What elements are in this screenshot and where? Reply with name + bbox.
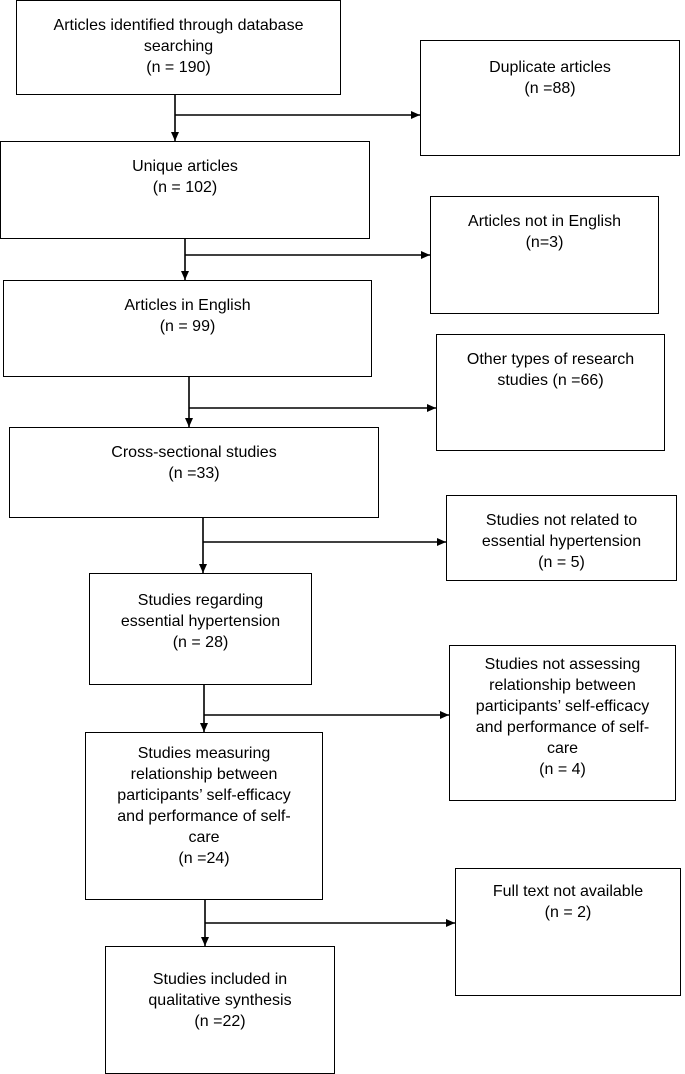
box-text-line: Studies measuring xyxy=(137,745,271,762)
other-research-types-box: Other types of research studies (n =66) xyxy=(436,334,665,451)
box-text-line: (n =88) xyxy=(524,80,576,97)
box-text-line: Articles in English xyxy=(124,297,251,314)
box-text-line: participants’ self-efficacy xyxy=(117,787,291,804)
box-text-line: and performance of self- xyxy=(475,719,650,736)
box-text-line: Duplicate articles xyxy=(489,59,611,76)
english-articles-box: Articles in English (n = 99) xyxy=(3,280,372,377)
box-text-line: qualitative synthesis xyxy=(148,992,292,1009)
box-text-line: (n=3) xyxy=(525,234,564,251)
box-text-line: relationship between xyxy=(130,766,278,783)
unique-articles-box: Unique articles (n = 102) xyxy=(0,141,370,239)
box-text-line: participants’ self-efficacy xyxy=(475,698,650,715)
box-text-line: studies (n =66) xyxy=(497,372,604,389)
cross-sectional-studies-box: Cross-sectional studies (n =33) xyxy=(9,427,379,518)
not-hypertension-box: Studies not related to essential hyperten… xyxy=(446,495,677,581)
box-text-line: (n =24) xyxy=(178,850,230,867)
box-text-line: (n = 102) xyxy=(152,179,218,196)
self-efficacy-studies-box: Studies measuring relationship between par… xyxy=(85,732,323,900)
full-text-unavailable-box: Full text not available (n = 2) xyxy=(455,868,681,996)
box-text-line: Studies included in xyxy=(152,971,288,988)
box-text-line: care xyxy=(546,740,579,757)
identified-articles-box: Articles identified through database sear… xyxy=(16,0,341,95)
box-text-line: Studies not assessing xyxy=(484,656,641,673)
box-text-line: and performance of self- xyxy=(117,808,291,825)
box-text-line: Full text not available xyxy=(492,883,644,900)
essential-hypertension-studies-box: Studies regarding essential hypertension (… xyxy=(89,573,312,685)
not-english-box: Articles not in English (n=3) xyxy=(430,196,659,314)
duplicate-articles-box: Duplicate articles (n =88) xyxy=(420,40,680,156)
box-text-line: (n = 99) xyxy=(159,318,216,335)
box-text-line: (n = 190) xyxy=(146,59,211,76)
not-assessing-relationship-box: Studies not assessing relationship betwee… xyxy=(449,645,676,801)
box-text-line: (n = 28) xyxy=(172,634,229,651)
box-text-line: (n = 2) xyxy=(544,904,592,921)
box-text-line: (n =33) xyxy=(168,465,220,482)
box-text-line: (n =22) xyxy=(194,1013,246,1030)
box-text-line: searching xyxy=(143,38,214,55)
box-text-line: Articles identified through database xyxy=(53,17,304,34)
box-text-line: (n = 4) xyxy=(539,761,586,778)
box-text-line: care xyxy=(188,829,220,846)
box-text-line: Studies regarding xyxy=(137,592,264,609)
included-studies-box: Studies included in qualitative synthesis… xyxy=(105,946,335,1074)
box-text-line: essential hypertension xyxy=(120,613,281,630)
box-text-line: (n = 5) xyxy=(538,554,585,571)
box-text-line: relationship between xyxy=(489,677,636,694)
box-text-line: essential hypertension xyxy=(481,533,642,550)
box-text-line: Unique articles xyxy=(132,158,238,175)
box-text-line: Studies not related to xyxy=(485,512,638,529)
box-text-line: Articles not in English xyxy=(468,213,621,230)
box-text-line: Cross-sectional studies xyxy=(111,444,277,461)
box-text-line: Other types of research xyxy=(466,351,635,368)
